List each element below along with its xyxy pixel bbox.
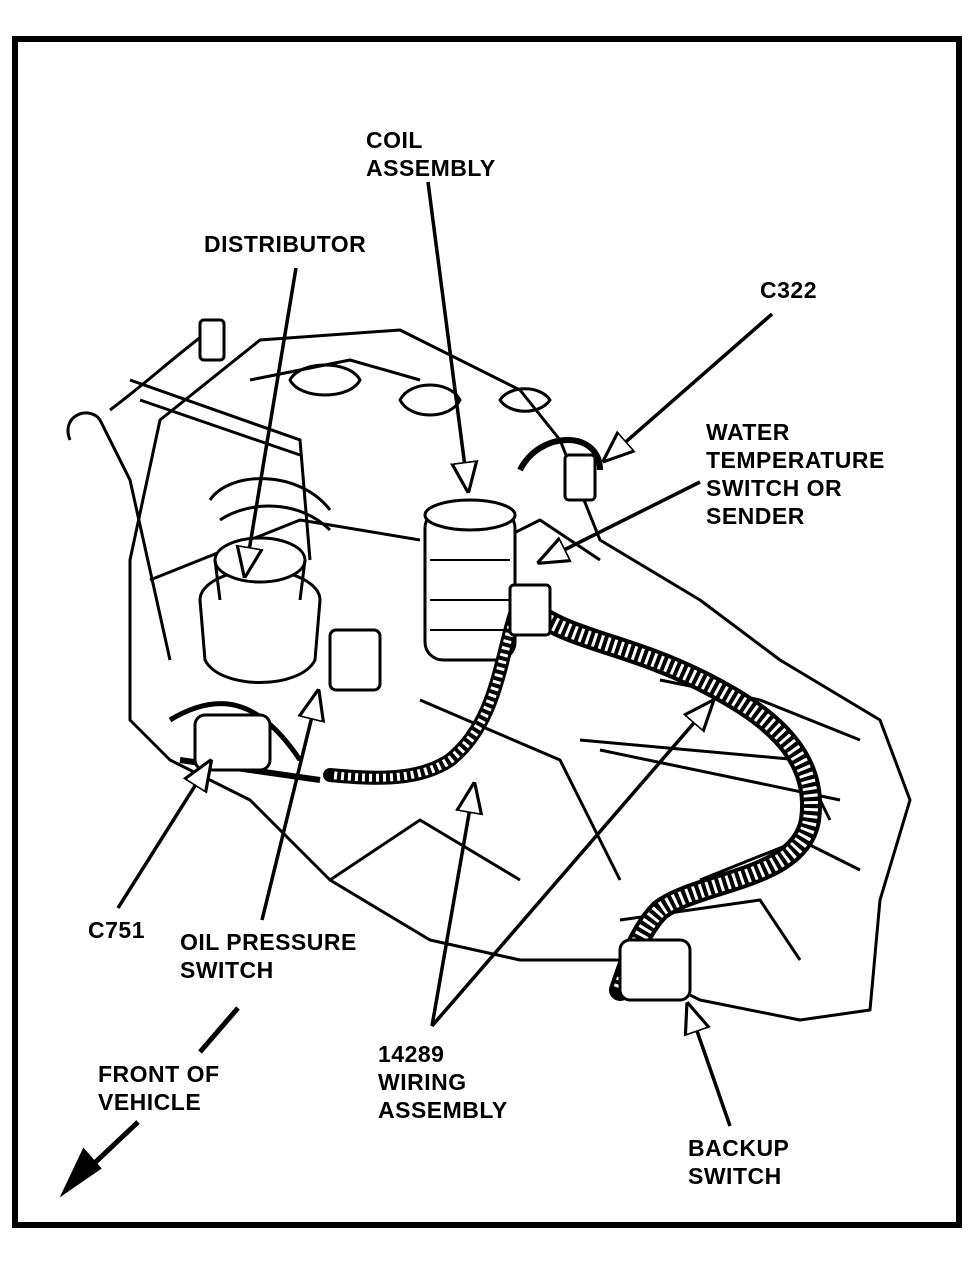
distributor-label: DISTRIBUTOR [204,231,367,257]
connectors [193,453,692,1002]
c322-label: C322 [760,277,817,303]
distributor-illustration [198,318,332,684]
c751-label: C751 [88,917,145,943]
backup-switch-label: BACKUP SWITCH [688,1135,790,1189]
water-temperature-label: WATER TEMPERATURE SWITCH OR SENDER [706,419,885,529]
front-of-vehicle-arrow [59,1006,240,1198]
wiring-assembly-label: 14289 WIRING ASSEMBLY [378,1041,508,1123]
front-of-vehicle-label: FRONT OF VEHICLE [98,1061,220,1115]
leader-lines [116,181,774,1127]
coil-assembly-label: COIL ASSEMBLY [366,127,496,181]
dipstick-tube [66,328,312,661]
diagram-border [12,36,962,1228]
coil-illustration [423,498,517,662]
wiring-harness [168,437,823,1001]
oil-pressure-switch-label: OIL PRESSURE SWITCH [180,929,357,983]
